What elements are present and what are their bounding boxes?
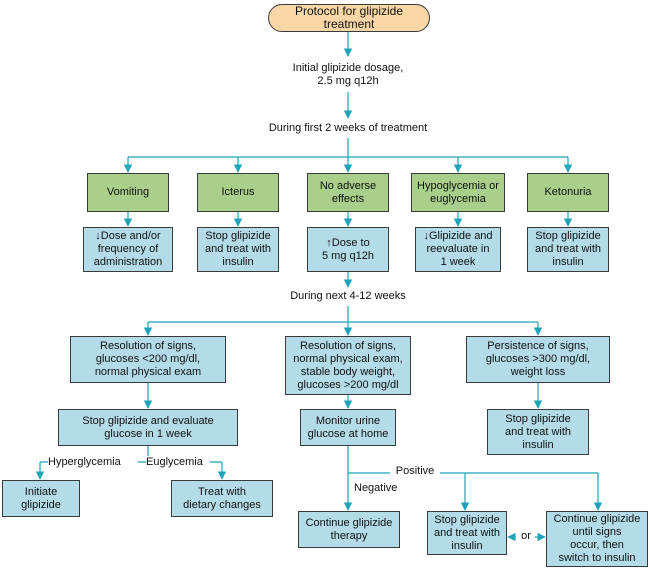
outcome-resolution-high: Resolution of signs, normal physical exa…: [285, 336, 411, 395]
euglycemia-label: Euglycemia: [146, 456, 210, 469]
action-icterus-label: Stop glipizide and treat with insulin: [204, 230, 272, 268]
monitor-urine: Monitor urine glucose at home: [300, 409, 396, 446]
continue-until-signs: Continue glipizide until signs occur, th…: [546, 511, 648, 567]
connector-twoweeks-bus: [128, 138, 568, 158]
action-hypoglycemia-label: ↓Glipizide and reevaluate in 1 week: [423, 230, 493, 268]
outcome-resolution-low-label: Resolution of signs, glucoses <200 mg/dl…: [94, 340, 202, 378]
adverse-none: No adverse effects: [307, 173, 389, 212]
adverse-hypoglycemia-label: Hypoglycemia or euglycemia: [417, 179, 499, 205]
action-increase-dose: ↑Dose to 5 mg q12h: [307, 227, 389, 272]
start-label: Protocol for glipizide treatment: [294, 4, 404, 31]
action-vomiting-label: ↓Dose and/or frequency of administration: [93, 230, 163, 268]
negative-label: Negative: [354, 482, 398, 494]
action-ketonuria: Stop glipizide and treat with insulin: [527, 227, 609, 272]
initiate-glipizide-label: Initiate glipizide: [21, 485, 61, 511]
start-node: Protocol for glipizide treatment: [268, 4, 430, 32]
adverse-vomiting: Vomiting: [87, 173, 169, 212]
initial-dosage-text: Initial glipizide dosage, 2.5 mg q12h: [292, 62, 404, 87]
action-vomiting: ↓Dose and/or frequency of administration: [83, 227, 173, 272]
outcome-resolution-low: Resolution of signs, glucoses <200 mg/dl…: [70, 336, 226, 383]
bottom-stop-insulin: Stop glipizide and treat with insulin: [427, 511, 507, 555]
hyperglycemia-label: Hyperglycemia: [48, 456, 138, 469]
outcome-resolution-high-label: Resolution of signs, normal physical exa…: [293, 339, 403, 391]
adverse-none-label: No adverse effects: [319, 179, 377, 205]
or-label: or: [521, 530, 531, 542]
left-stop-evaluate: Stop glipizide and evaluate glucose in 1…: [58, 409, 238, 446]
connector-monitor-split: [347, 446, 598, 474]
first-two-weeks-text: During first 2 weeks of treatment: [268, 122, 428, 134]
connector-nextweeks-bus: [148, 306, 538, 323]
action-hypoglycemia: ↓Glipizide and reevaluate in 1 week: [415, 227, 501, 272]
adverse-ketonuria: Ketonuria: [527, 173, 609, 212]
right-stop-insulin-label: Stop glipizide and treat with insulin: [504, 412, 572, 451]
action-icterus: Stop glipizide and treat with insulin: [197, 227, 279, 272]
left-stop-evaluate-label: Stop glipizide and evaluate glucose in 1…: [82, 414, 214, 440]
initiate-glipizide: Initiate glipizide: [2, 480, 80, 517]
right-stop-insulin: Stop glipizide and treat with insulin: [487, 409, 589, 455]
dietary-changes-label: Treat with dietary changes: [183, 485, 261, 511]
monitor-urine-label: Monitor urine glucose at home: [307, 414, 389, 440]
outcome-persistence-label: Persistence of signs, glucoses >300 mg/d…: [485, 340, 591, 378]
bottom-stop-insulin-label: Stop glipizide and treat with insulin: [433, 513, 501, 552]
positive-label: Positive: [390, 465, 440, 478]
adverse-vomiting-label: Vomiting: [106, 186, 150, 198]
action-increase-dose-label: ↑Dose to 5 mg q12h: [322, 236, 374, 262]
next-weeks-text: During next 4-12 weeks: [290, 290, 406, 302]
action-ketonuria-label: Stop glipizide and treat with insulin: [534, 230, 602, 268]
continue-therapy-label: Continue glipizide therapy: [305, 516, 393, 542]
adverse-icterus: Icterus: [197, 173, 279, 212]
adverse-hypoglycemia: Hypoglycemia or euglycemia: [411, 173, 505, 212]
outcome-persistence: Persistence of signs, glucoses >300 mg/d…: [466, 336, 610, 383]
adverse-ketonuria-label: Ketonuria: [544, 186, 592, 198]
continue-therapy: Continue glipizide therapy: [298, 511, 400, 548]
adverse-icterus-label: Icterus: [221, 186, 255, 198]
dietary-changes: Treat with dietary changes: [171, 480, 273, 517]
continue-until-signs-label: Continue glipizide until signs occur, th…: [553, 513, 641, 564]
